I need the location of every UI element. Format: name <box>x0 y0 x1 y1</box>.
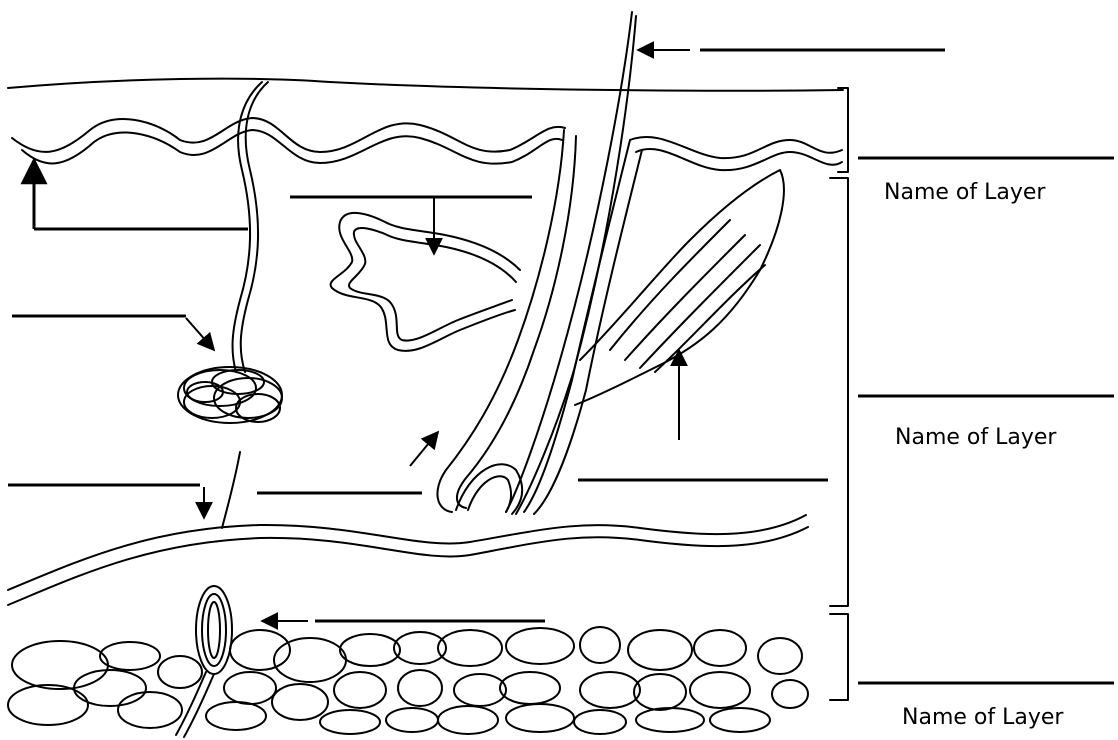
hair-papilla <box>456 464 522 514</box>
arrow-follicle <box>410 432 438 466</box>
skin-surface <box>8 79 843 91</box>
dermis-bracket <box>830 178 848 606</box>
fat-cells <box>8 627 808 734</box>
layer-label-epidermis: Name of Layer <box>884 180 1045 205</box>
pacinian-corpuscle <box>176 586 232 737</box>
layer-label-hypodermis: Name of Layer <box>902 705 1063 730</box>
hair-shaft <box>506 12 632 512</box>
nerve-fiber <box>222 452 240 528</box>
sweat-gland <box>178 367 282 423</box>
hypodermis-bracket <box>830 614 848 700</box>
arrow-sweat-gland <box>186 318 214 350</box>
oil-gland <box>331 213 520 351</box>
layer-label-dermis: Name of Layer <box>895 425 1056 450</box>
epidermis-boundary <box>12 118 565 152</box>
epidermis-bracket <box>838 88 848 172</box>
sweat-duct <box>241 82 268 372</box>
